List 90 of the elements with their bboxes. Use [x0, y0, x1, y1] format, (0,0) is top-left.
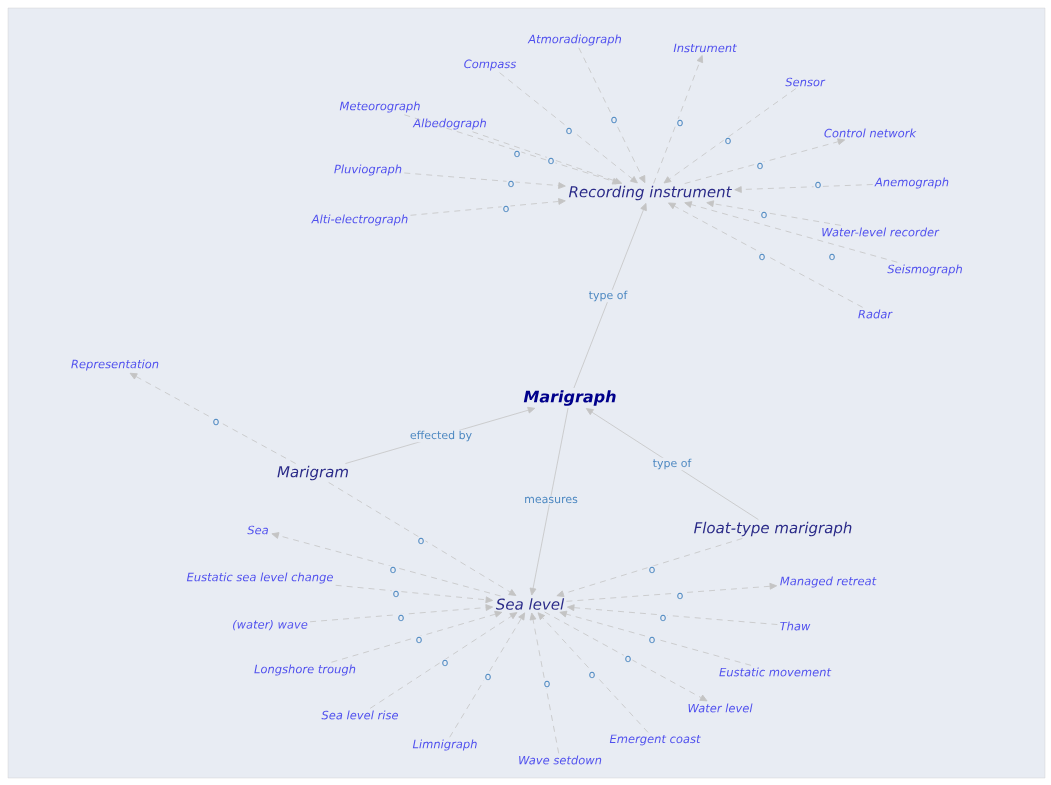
arrow [573, 203, 647, 389]
arrow [653, 55, 704, 184]
arrow [556, 538, 743, 597]
edge-label: o [675, 118, 685, 128]
arrow [544, 611, 708, 702]
concept-label: Eustatic movement [719, 667, 832, 677]
edge-label: o [414, 635, 424, 645]
concept-label: Eustatic sea level change [186, 572, 333, 584]
arrow [537, 612, 649, 733]
edge-label: o [647, 565, 657, 575]
arrow [271, 532, 501, 597]
arrow [706, 200, 842, 226]
arrow [499, 72, 638, 184]
edge-label: o [723, 136, 733, 146]
edge-label: o [755, 161, 765, 171]
arrow [472, 131, 623, 185]
arrow [734, 184, 874, 193]
concept-label: Representation [71, 359, 159, 371]
edge-label: o [827, 252, 837, 262]
edge-label: o [757, 252, 767, 262]
concept-label: Seismograph [887, 264, 962, 276]
concept-label: Sea [247, 525, 268, 535]
concept-label: Water level [688, 703, 753, 713]
concept-label: Longshore trough [254, 664, 356, 676]
arrow [328, 482, 517, 596]
concept-label: Radar [858, 309, 893, 319]
arrow [410, 198, 566, 216]
edge-label: o [759, 210, 769, 220]
concept-label: Pluviograph [334, 164, 402, 176]
concept-label: Managed retreat [780, 576, 877, 588]
concept-label: Meteorograph [339, 101, 420, 113]
edge-label: o [211, 417, 221, 427]
arrow [566, 582, 778, 602]
concept-label: Sea level [495, 598, 565, 610]
arrow [578, 47, 646, 184]
concept-label: Recording instrument [568, 185, 732, 201]
edge-label: o [388, 565, 398, 575]
edge-label: o [609, 115, 619, 125]
arrow [585, 408, 759, 520]
concept-label: Sea level rise [321, 710, 398, 720]
arrow [529, 612, 560, 754]
arrow [567, 604, 778, 625]
edge-label: o [501, 204, 511, 214]
edge-label: o [440, 658, 450, 668]
concept-label: Limnigraph [412, 739, 477, 751]
concept-label: Marigraph [523, 390, 616, 406]
edge-label: o [483, 672, 493, 682]
arrow [559, 610, 752, 666]
edge-label: o [546, 156, 556, 166]
arrow [309, 604, 493, 623]
arrow [668, 202, 864, 308]
concept-label: Alti-electrograph [311, 214, 408, 226]
edge-label: o [416, 536, 426, 546]
edge-label: o [564, 126, 574, 136]
edge-label: o [396, 613, 406, 623]
edge-label: o [658, 613, 668, 623]
arrow [684, 201, 898, 263]
edge-label: measures [523, 495, 579, 505]
concept-label: Water-level recorder [822, 227, 940, 237]
edge-label: o [506, 179, 516, 189]
concept-label: Atmoradiograph [527, 34, 622, 46]
arrow [529, 407, 569, 596]
concept-label: Marigram [277, 465, 348, 481]
arrow [129, 372, 297, 464]
concept-label: Float-type marigraph [694, 521, 852, 537]
edge-label: o [587, 670, 597, 680]
arrow [369, 612, 518, 709]
concept-label: (water) wave [233, 619, 308, 631]
arrow [403, 172, 566, 189]
concept-label: Wave setdown [519, 755, 602, 765]
edge-label: o [675, 591, 685, 601]
concept-label: Sensor [785, 77, 826, 87]
arrow [335, 584, 493, 604]
edge-label: o [623, 654, 633, 664]
edge-label: o [813, 180, 823, 190]
edge-label: o [391, 589, 401, 599]
concept-label: Control network [824, 128, 917, 138]
concept-label: Thaw [780, 621, 811, 631]
concept-label: Albedograph [412, 118, 486, 130]
concept-label: Emergent coast [609, 734, 701, 746]
edge-label: o [512, 149, 522, 159]
edge-label: o [647, 635, 657, 645]
concept-label: Instrument [673, 43, 737, 53]
edge-label: o [542, 679, 552, 689]
arrow [449, 612, 526, 738]
concept-label: Compass [464, 59, 517, 71]
concept-label: Anemograph [874, 177, 949, 189]
arrow [684, 138, 846, 184]
arrow [331, 610, 503, 663]
arrow [663, 88, 797, 184]
